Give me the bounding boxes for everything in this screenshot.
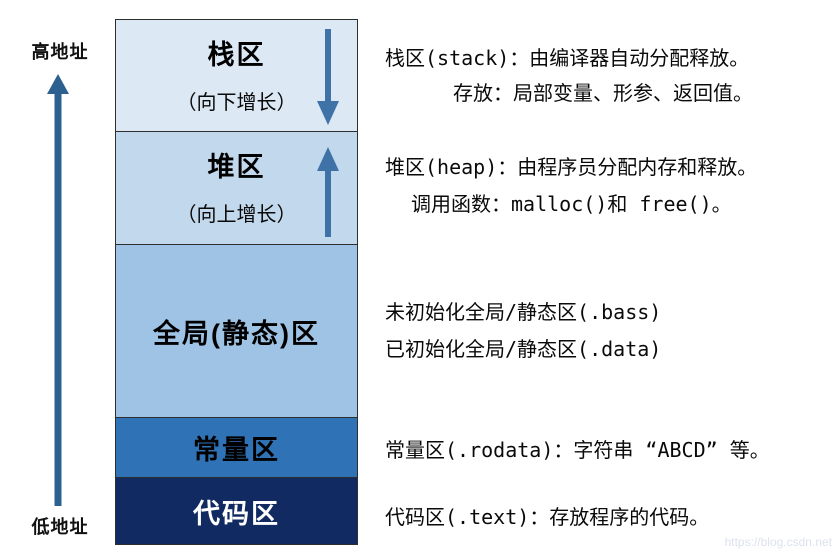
memory-block-code: 代码区 bbox=[115, 477, 358, 545]
address-axis-up-arrow-icon bbox=[47, 74, 69, 506]
constant-block-title: 常量区 bbox=[193, 435, 280, 465]
heap-grow-up-arrow-icon bbox=[317, 147, 339, 237]
heap-growth-direction-label: （向上增长） bbox=[176, 204, 297, 226]
heap-annotation-line1: 堆区(heap)：由程序员分配内存和释放。 bbox=[385, 155, 758, 179]
code-annotation: 代码区(.text)：存放程序的代码。 bbox=[385, 505, 710, 529]
watermark-text: https://blog.csdn.net bbox=[724, 535, 832, 549]
memory-block-constant: 常量区 bbox=[115, 417, 358, 478]
heap-annotation-line2: 调用函数：malloc()和 free()。 bbox=[411, 192, 732, 216]
constant-annotation: 常量区(.rodata)：字符串 “ABCD” 等。 bbox=[385, 438, 770, 462]
heap-block-title: 堆区 bbox=[207, 152, 266, 182]
stack-block-title: 栈区 bbox=[207, 40, 266, 70]
high-address-label: 高地址 bbox=[31, 42, 89, 62]
low-address-label: 低地址 bbox=[31, 517, 89, 537]
stack-annotation-line2: 存放：局部变量、形参、返回值。 bbox=[453, 81, 753, 105]
memory-layout-column: 栈区 （向下增长） 堆区 （向上增长） 全局(静态)区 常量区 代码区 bbox=[115, 19, 358, 545]
memory-block-stack: 栈区 （向下增长） bbox=[115, 19, 358, 132]
stack-grow-down-arrow-icon bbox=[317, 29, 339, 125]
global-block-title: 全局(静态)区 bbox=[153, 318, 320, 349]
stack-annotation-line1: 栈区(stack)：由编译器自动分配释放。 bbox=[385, 46, 750, 70]
global-annotation-uninitialized: 未初始化全局/静态区(.bass) bbox=[385, 300, 662, 324]
code-block-title: 代码区 bbox=[193, 498, 280, 529]
memory-block-global-static: 全局(静态)区 bbox=[115, 244, 358, 418]
memory-block-heap: 堆区 （向上增长） bbox=[115, 131, 358, 245]
stack-growth-direction-label: （向下增长） bbox=[176, 92, 297, 114]
global-annotation-initialized: 已初始化全局/静态区(.data) bbox=[385, 337, 662, 361]
